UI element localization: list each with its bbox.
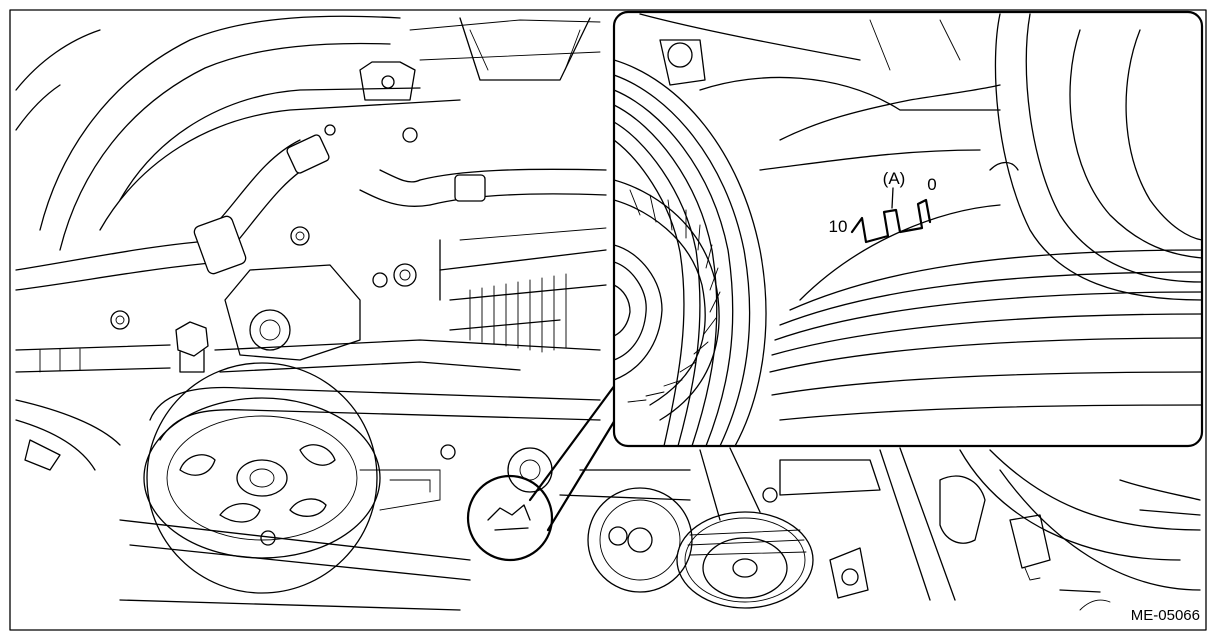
inset-frame bbox=[612, 10, 1204, 448]
leader-line-1 bbox=[528, 383, 617, 502]
label-a: (A) bbox=[883, 169, 906, 188]
magnifier-circle bbox=[466, 474, 554, 562]
alternator bbox=[439, 227, 607, 353]
water-pump-pulley bbox=[143, 362, 381, 594]
scale-min-label: 0 bbox=[927, 175, 936, 194]
figure-frame bbox=[9, 9, 1207, 631]
bolt-group bbox=[110, 124, 859, 586]
scale-max-label: 10 bbox=[829, 217, 848, 236]
inset-detail: (A) 0 10 bbox=[612, 10, 1204, 448]
engine-bay-view bbox=[15, 15, 1201, 611]
inset-right-pulley bbox=[989, 13, 1202, 301]
leader-line-2 bbox=[546, 418, 617, 532]
inset-pulley bbox=[614, 59, 767, 446]
figure-code: ME-05066 bbox=[1131, 607, 1200, 624]
crank-pulley bbox=[676, 511, 814, 609]
tension-scale bbox=[850, 187, 932, 244]
